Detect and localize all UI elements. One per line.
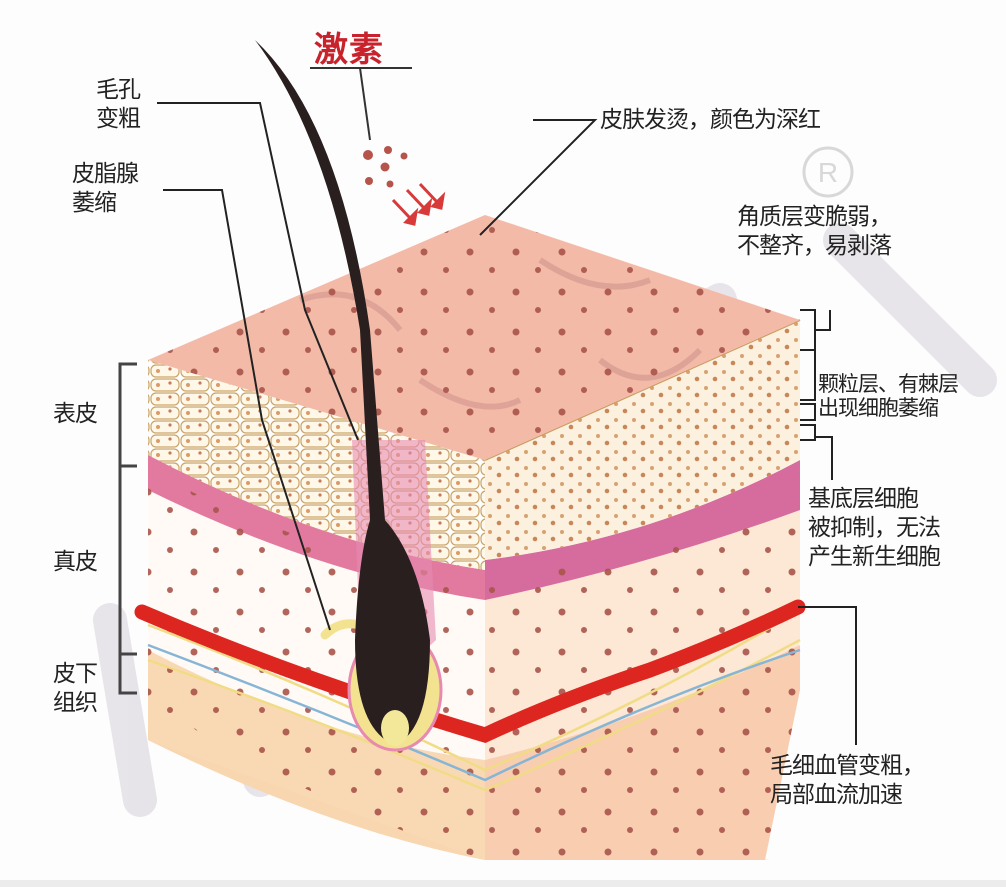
- hair-shaft: [255, 40, 430, 745]
- hormone-arrows: [391, 182, 446, 226]
- label-granular-spinous: 颗粒层、有棘层 出现细胞萎缩: [818, 372, 959, 420]
- diagram-title: 激素: [314, 30, 384, 70]
- label-sebaceous-atrophy: 皮脂腺 萎缩: [72, 161, 139, 216]
- svg-text:R: R: [818, 157, 838, 188]
- label-basal-layer: 基底层细胞 被抑制，无法 产生新生细胞: [808, 486, 941, 570]
- registered-mark-icon: [802, 146, 854, 198]
- label-stratum-corneum: 角质层变脆弱， 不整齐，易剥落: [737, 204, 892, 259]
- label-pores-enlarged: 毛孔 变粗: [96, 77, 141, 132]
- leader-lines: [157, 102, 857, 745]
- label-capillaries: 毛细血管变粗， 局部血流加速: [770, 753, 925, 808]
- label-epidermis: 表皮: [53, 401, 98, 427]
- layer-brackets: [118, 362, 137, 695]
- hormone-particles: [363, 146, 408, 188]
- label-subcutaneous: 皮下 组织: [53, 661, 98, 716]
- bottom-border: [0, 880, 1006, 887]
- label-skin-hot-red: 皮肤发烫，颜色为深红: [600, 107, 821, 133]
- label-dermis: 真皮: [53, 549, 98, 575]
- capillary-vessel: [134, 599, 806, 744]
